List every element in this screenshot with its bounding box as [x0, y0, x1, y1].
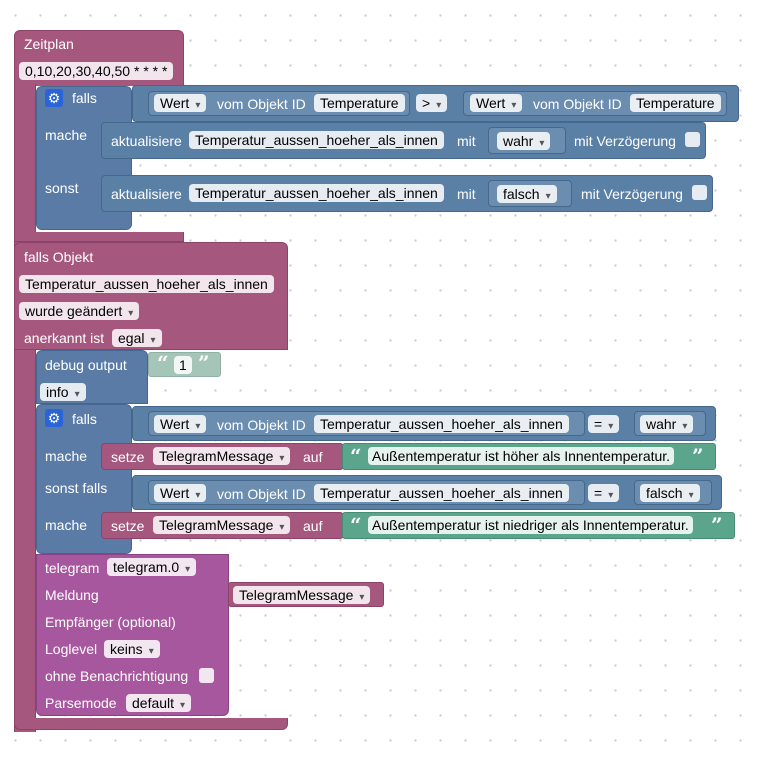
- silent-label: ohne Benachrichtigung: [45, 668, 189, 684]
- delay-label: mit Verzögerung: [574, 133, 676, 149]
- if-label: falls: [72, 90, 97, 106]
- quote-open-icon: “: [350, 444, 362, 468]
- bool-dropdown[interactable]: wahr: [640, 415, 694, 433]
- silent-checkbox[interactable]: [199, 668, 214, 683]
- quote-close-icon: ”: [198, 351, 210, 375]
- to-label: auf: [303, 449, 323, 465]
- object-id-field[interactable]: Temperatur_aussen_hoeher_als_innen: [314, 415, 569, 433]
- operator-dropdown[interactable]: =: [588, 484, 620, 502]
- schedule-bottom: [14, 718, 288, 730]
- from-object-label: vom Objekt ID: [217, 417, 306, 433]
- level-dropdown[interactable]: info: [40, 383, 86, 401]
- to-label: auf: [303, 518, 323, 534]
- trigger-title: falls Objekt: [24, 249, 94, 265]
- delay-checkbox[interactable]: [685, 132, 700, 147]
- object-id-field[interactable]: Temperatur_aussen_hoeher_als_innen: [314, 484, 569, 502]
- set-label: setze: [111, 449, 145, 465]
- telegram-block[interactable]: [36, 554, 229, 716]
- schedule-spine: [14, 84, 36, 732]
- loglevel-label: Loglevel: [45, 641, 98, 657]
- object-id-field[interactable]: Temperatur_aussen_hoeher_als_innen: [189, 184, 444, 202]
- property-dropdown[interactable]: Wert: [154, 94, 207, 112]
- object-id-field[interactable]: Temperature: [630, 94, 721, 112]
- bool-dropdown[interactable]: falsch: [640, 484, 700, 502]
- schedule-title: Zeitplan: [24, 36, 74, 52]
- message-label: Meldung: [45, 587, 99, 603]
- from-object-label: vom Objekt ID: [217, 486, 306, 502]
- instance-dropdown[interactable]: telegram.0: [107, 558, 197, 576]
- ack-label: anerkannt ist: [24, 330, 105, 346]
- set-label: setze: [111, 518, 145, 534]
- delay-checkbox[interactable]: [692, 185, 707, 200]
- property-dropdown[interactable]: Wert: [470, 94, 523, 112]
- quote-open-icon: “: [157, 351, 169, 375]
- parsemode-dropdown[interactable]: default: [126, 694, 192, 712]
- variable-dropdown[interactable]: TelegramMessage: [153, 447, 291, 465]
- else-label: sonst: [45, 180, 79, 196]
- gear-icon[interactable]: ⚙: [45, 409, 63, 427]
- property-dropdown[interactable]: Wert: [154, 415, 207, 433]
- quote-close-icon: ”: [711, 513, 723, 537]
- text-field[interactable]: 1: [174, 356, 192, 374]
- do-label: mache: [45, 448, 88, 464]
- from-object-label: vom Objekt ID: [217, 96, 306, 112]
- cron-field[interactable]: 0,10,20,30,40,50 * * * *: [19, 62, 174, 80]
- ack-dropdown[interactable]: egal: [112, 329, 162, 347]
- do-label: mache: [45, 127, 88, 143]
- update-label: aktualisiere: [111, 186, 182, 202]
- schedule-foot: [14, 232, 184, 242]
- bool-dropdown[interactable]: wahr: [497, 132, 551, 150]
- property-dropdown[interactable]: Wert: [154, 484, 207, 502]
- update-label: aktualisiere: [111, 133, 182, 149]
- bool-dropdown[interactable]: falsch: [497, 185, 557, 203]
- with-label: mit: [457, 186, 476, 202]
- operator-dropdown[interactable]: >: [416, 94, 448, 112]
- debug-label: debug output: [45, 357, 127, 373]
- object-id-field[interactable]: Temperatur_aussen_hoeher_als_innen: [19, 275, 274, 293]
- variable-dropdown[interactable]: TelegramMessage: [153, 516, 291, 534]
- change-dropdown[interactable]: wurde geändert: [19, 302, 140, 320]
- parsemode-label: Parsemode: [45, 695, 117, 711]
- gear-icon[interactable]: ⚙: [45, 89, 63, 107]
- recipient-label: Empfänger (optional): [45, 614, 176, 630]
- with-label: mit: [457, 133, 476, 149]
- telegram-label: telegram: [45, 560, 100, 576]
- text-field[interactable]: Außentemperatur ist niedriger als Innent…: [368, 516, 693, 534]
- do-label: mache: [45, 517, 88, 533]
- variable-dropdown[interactable]: TelegramMessage: [233, 586, 371, 604]
- loglevel-dropdown[interactable]: keins: [104, 640, 160, 658]
- quote-open-icon: “: [350, 513, 362, 537]
- quote-close-icon: ”: [692, 444, 704, 468]
- from-object-label: vom Objekt ID: [533, 96, 622, 112]
- text-field[interactable]: Außentemperatur ist höher als Innentempe…: [368, 447, 675, 465]
- object-id-field[interactable]: Temperature: [314, 94, 405, 112]
- else-if-label: sonst falls: [45, 480, 108, 496]
- delay-label: mit Verzögerung: [581, 186, 683, 202]
- if-label: falls: [72, 411, 97, 427]
- operator-dropdown[interactable]: =: [588, 415, 620, 433]
- object-id-field[interactable]: Temperatur_aussen_hoeher_als_innen: [189, 131, 444, 149]
